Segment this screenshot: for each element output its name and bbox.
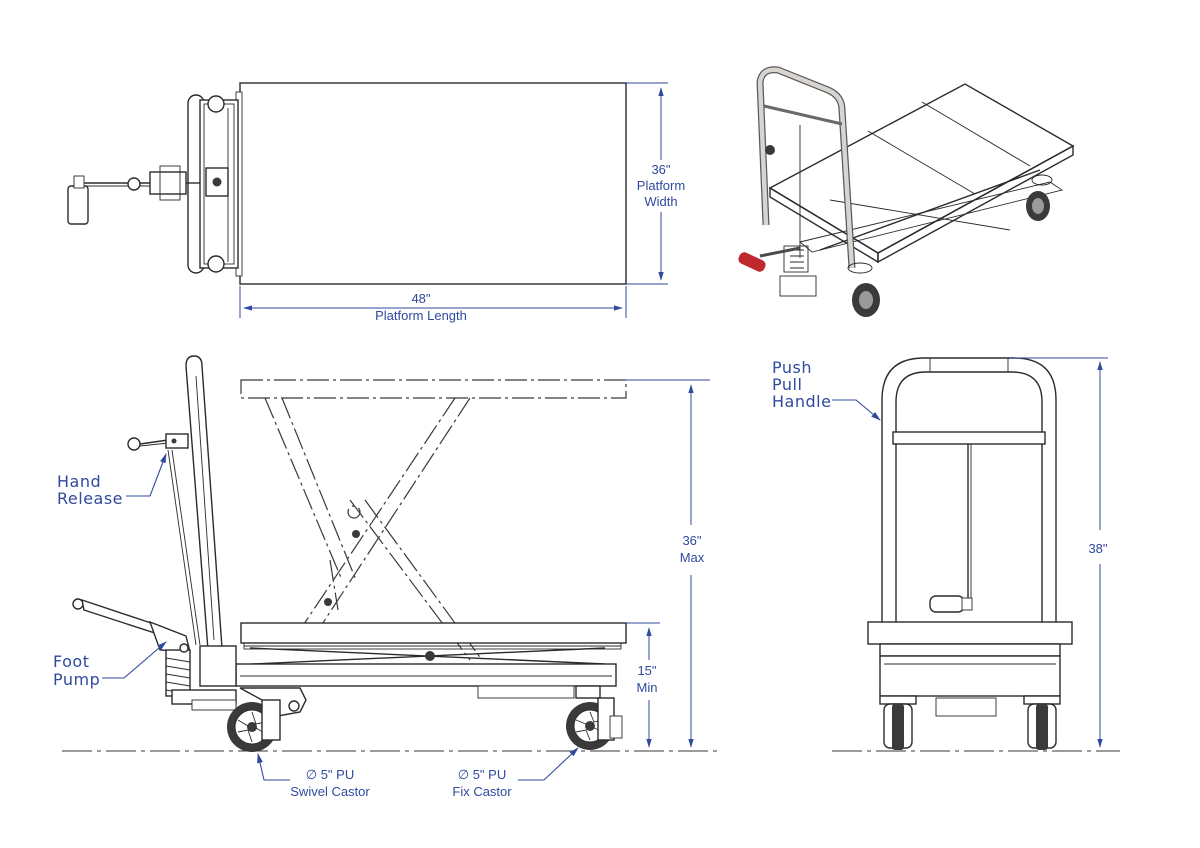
callout-swivel-castor-size: ∅ 5" PU: [306, 767, 354, 782]
dim-platform-length: 48" Platform Length: [239, 286, 627, 323]
side-swivel-castor: [227, 687, 307, 752]
side-scissor-lowered: [235, 647, 617, 699]
top-view: 36" Platform Width 48" Platform Length: [67, 82, 685, 323]
side-fix-castor: [566, 685, 623, 750]
top-platform: [239, 82, 627, 285]
side-view: 36" Max 15" Min Hand Release Foot Pump ∅…: [53, 355, 720, 799]
side-platform-raised: [240, 379, 627, 399]
dim-min-height-value: 15": [637, 663, 656, 678]
dim-max-height-label: Max: [680, 550, 705, 565]
callout-push-pull-handle-line-1: Push: [772, 358, 812, 377]
callout-hand-release-line-2: Release: [57, 489, 123, 508]
callout-hand-release: Hand Release: [57, 453, 167, 508]
front-platform: [867, 621, 1073, 645]
dim-platform-width-value: 36": [651, 162, 670, 177]
side-hand-release: [127, 433, 189, 451]
side-scissor-raised: [264, 397, 483, 661]
dim-max-height: 36" Max: [680, 384, 705, 748]
dim-platform-width: 36" Platform Width: [626, 82, 685, 285]
iso-pump: [738, 245, 817, 297]
dim-overall-height-value: 38": [1088, 541, 1107, 556]
callout-fix-castor-size: ∅ 5" PU: [458, 767, 506, 782]
top-pump-mechanism: [67, 165, 200, 225]
side-handle: [167, 355, 223, 651]
callout-push-pull-handle: Push Pull Handle: [772, 358, 881, 421]
iso-red-grip: [738, 252, 766, 272]
dim-max-height-value: 36": [682, 533, 701, 548]
isometric-view: [738, 66, 1075, 317]
iso-handle: [756, 66, 856, 269]
dim-min-height-label: Min: [637, 680, 658, 695]
callout-fix-castor-label: Fix Castor: [452, 784, 512, 799]
callout-push-pull-handle-line-3: Handle: [772, 392, 831, 411]
side-platform-lowered: [240, 622, 627, 644]
dim-overall-height: 38": [1010, 357, 1108, 748]
dim-min-height: 15" Min: [637, 627, 658, 748]
front-view: 38" Push Pull Handle: [772, 357, 1120, 752]
callout-push-pull-handle-line-2: Pull: [772, 375, 802, 394]
dim-platform-length-label: Platform Length: [375, 308, 467, 323]
top-handle: [187, 94, 239, 274]
callout-foot-pump: Foot Pump: [53, 641, 167, 689]
callout-swivel-castor-label: Swivel Castor: [290, 784, 370, 799]
side-foot-pump: [72, 598, 237, 711]
front-castors: [879, 695, 1061, 750]
callout-swivel-castor: ∅ 5" PU Swivel Castor: [257, 753, 370, 799]
callout-foot-pump-line-1: Foot: [53, 652, 89, 671]
iso-platform-top: [768, 83, 1075, 254]
callout-fix-castor: ∅ 5" PU Fix Castor: [452, 747, 579, 799]
front-handle: [881, 357, 1057, 622]
callout-hand-release-line-1: Hand: [57, 472, 101, 491]
dim-platform-length-value: 48": [411, 291, 430, 306]
dim-platform-width-label-2: Width: [644, 194, 677, 209]
iso-wheels: [847, 174, 1053, 317]
dim-platform-width-label-1: Platform: [637, 178, 685, 193]
callout-foot-pump-line-2: Pump: [53, 670, 100, 689]
